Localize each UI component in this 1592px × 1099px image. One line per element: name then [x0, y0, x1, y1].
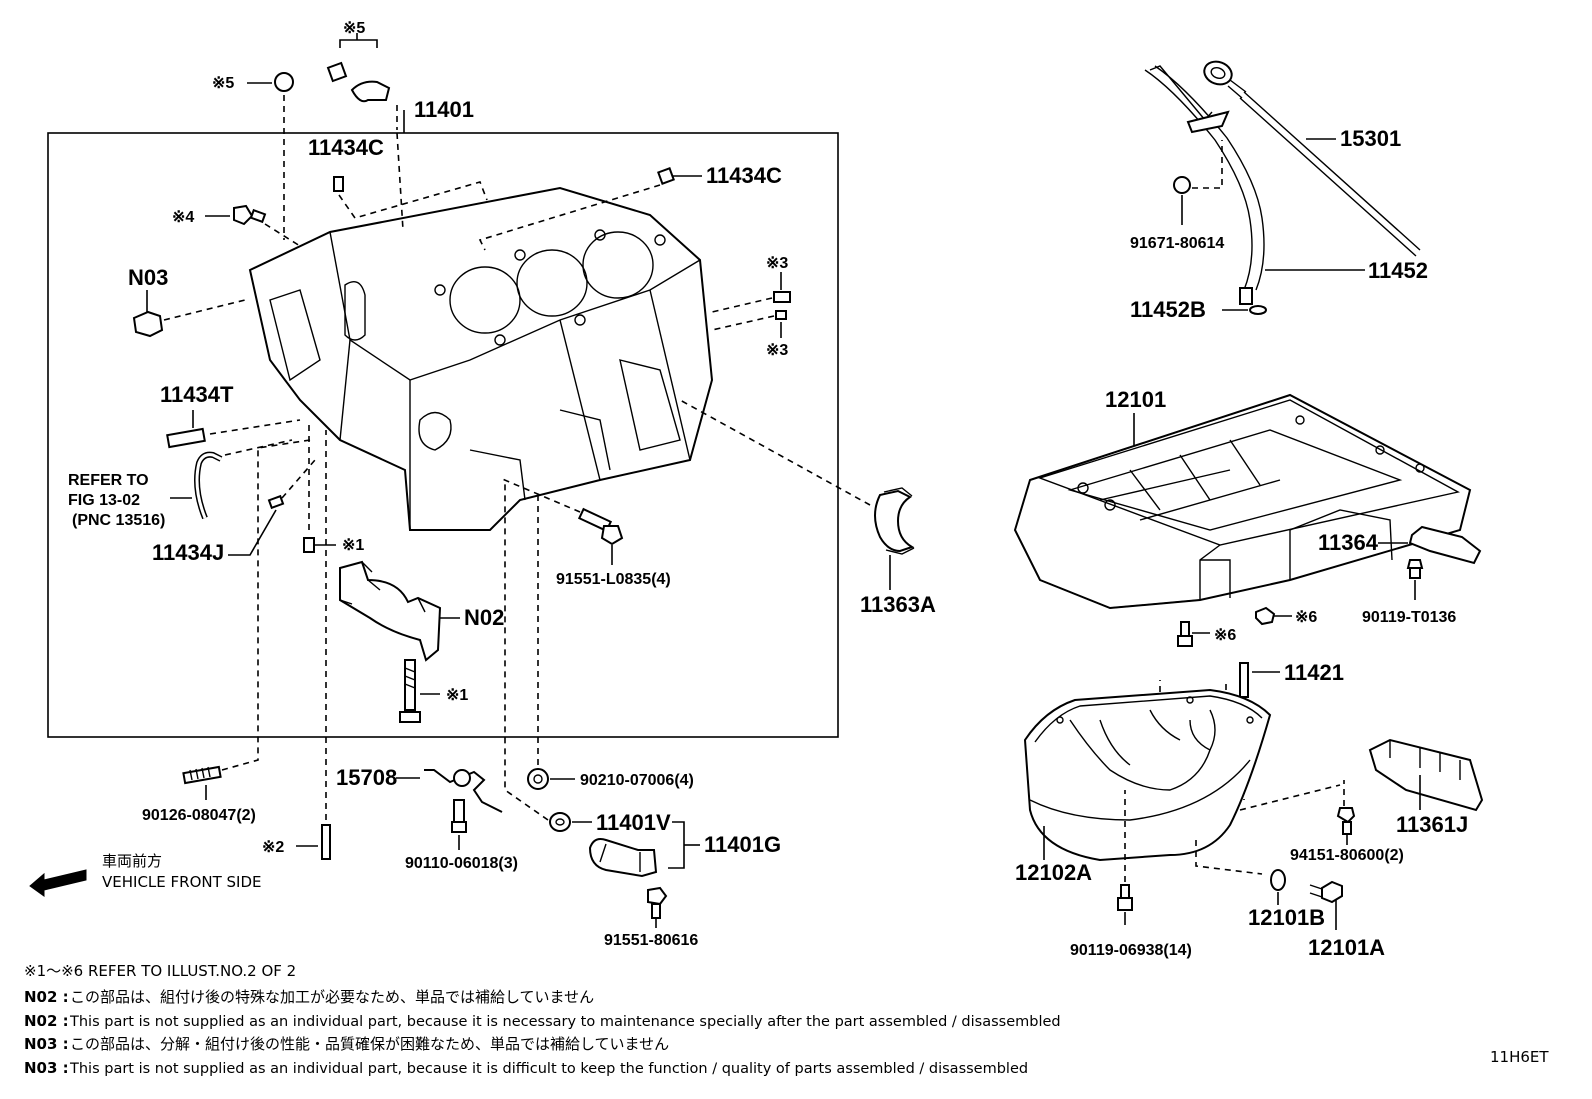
label-15301[interactable]: 15301 — [1340, 126, 1401, 151]
label-90119-06938[interactable]: 90119-06938(14) — [1070, 942, 1192, 959]
label-x6-nut[interactable]: ※6 — [1295, 609, 1317, 626]
note-n03-jp: この部品は、分解・組付け後の性能・品質確保が困難なため、単品では補給していません — [70, 1035, 669, 1053]
label-n03[interactable]: N03 — [128, 265, 168, 290]
label-11434c-left[interactable]: 11434C — [308, 135, 384, 160]
stud-x2 — [321, 824, 331, 860]
drain-plug-12101a — [1309, 880, 1343, 904]
refer-line-2: FIG 13-02 — [68, 492, 140, 509]
label-90126-08047[interactable]: 90126-08047(2) — [142, 807, 256, 824]
bolt-91551-l0835 — [577, 507, 624, 546]
pin-11434c-right — [657, 167, 675, 185]
refer-line-1: REFER TO — [68, 472, 149, 489]
pin-x1 — [303, 537, 315, 553]
label-11434t[interactable]: 11434T — [160, 382, 234, 407]
note-n03-code-en: N03 : — [24, 1059, 69, 1077]
label-11361j[interactable]: 11361J — [1396, 812, 1468, 837]
bolt-x6 — [1177, 621, 1193, 647]
note-n02-code-jp: N02 : — [24, 988, 69, 1006]
oil-pan-12101 — [1013, 393, 1472, 610]
label-11401v[interactable]: 11401V — [596, 810, 671, 835]
bolt-x4 — [233, 204, 254, 226]
dipstick-guide-top — [1149, 65, 1213, 122]
pin-x3-upper — [773, 291, 791, 303]
nut-x6 — [1255, 606, 1276, 626]
vehicle-front-arrow-icon — [29, 869, 87, 897]
label-11421[interactable]: 11421 — [1284, 660, 1344, 685]
bearing-cap-n02 — [339, 560, 442, 662]
label-n02[interactable]: N02 — [464, 605, 504, 630]
label-94151-80600[interactable]: 94151-80600(2) — [1290, 847, 1404, 864]
oil-pan-12102a — [1023, 688, 1272, 862]
bolt-90110-06018 — [451, 799, 467, 833]
front-jp: 車両前方 — [102, 852, 162, 870]
label-11452b[interactable]: 11452B — [1130, 297, 1206, 322]
pin-x3-lower — [775, 310, 787, 320]
label-11434j[interactable]: 11434J — [152, 540, 224, 565]
oil-jet-15708 — [424, 769, 503, 813]
stud-11421 — [1239, 662, 1249, 698]
label-x6-bolt[interactable]: ※6 — [1214, 627, 1236, 644]
block-assembly-frame — [47, 132, 839, 738]
refer-line-3: (PNC 13516) — [72, 512, 165, 529]
label-11363a[interactable]: 11363A — [860, 592, 936, 617]
bolt-91551-80616 — [647, 886, 668, 919]
note-n02-jp: この部品は、組付け後の特殊な加工が必要なため、単品では補給していません — [70, 988, 594, 1006]
stud-90126-08047 — [182, 765, 222, 785]
dipstick-15301 — [1203, 60, 1421, 257]
label-90110-06018[interactable]: 90110-06018(3) — [405, 855, 518, 872]
label-90210-07006[interactable]: 90210-07006(4) — [580, 772, 694, 789]
label-x1-pin[interactable]: ※1 — [342, 537, 364, 554]
baffle-11364 — [1408, 525, 1482, 565]
label-91551-80616[interactable]: 91551-80616 — [604, 932, 698, 949]
nut-94151-80600 — [1336, 807, 1356, 824]
cylinder-block — [248, 186, 714, 531]
knock-sensor-bolt-top — [326, 61, 391, 103]
label-12101[interactable]: 12101 — [1105, 387, 1166, 412]
bolt-90119-06938 — [1117, 884, 1133, 911]
label-x1-bolt[interactable]: ※1 — [446, 687, 468, 704]
label-x2[interactable]: ※2 — [262, 839, 284, 856]
oring-11401v — [549, 812, 571, 832]
gasket-12101b — [1270, 869, 1286, 891]
label-90119-t0136[interactable]: 90119-T0136 — [1362, 609, 1456, 626]
front-en: VEHICLE FRONT SIDE — [102, 873, 262, 891]
label-91551-l0835[interactable]: 91551-L0835(4) — [556, 571, 671, 588]
label-15708[interactable]: 15708 — [336, 765, 397, 790]
label-12102a[interactable]: 12102A — [1015, 860, 1092, 885]
cover-11361j — [1368, 738, 1484, 812]
washer-90210-07006 — [527, 768, 549, 790]
pin-11434j — [267, 494, 285, 510]
label-x5-top[interactable]: ※5 — [343, 20, 365, 37]
label-x4[interactable]: ※4 — [172, 209, 194, 226]
note-n03-en: This part is not supplied as an individu… — [69, 1061, 1028, 1077]
note-n02-en: This part is not supplied as an individu… — [69, 1014, 1061, 1030]
pin-11434c-left — [333, 176, 344, 192]
bolt-90119-t0136 — [1406, 559, 1424, 579]
oring-11452b — [1249, 305, 1267, 315]
label-11434c-right[interactable]: 11434C — [706, 163, 782, 188]
illustration-code: 11H6ET — [1490, 1048, 1549, 1066]
dipstick-guide-11452 — [1144, 65, 1265, 305]
label-91671-80614[interactable]: 91671-80614 — [1130, 235, 1224, 252]
label-12101b[interactable]: 12101B — [1248, 905, 1325, 930]
note-n03-code-jp: N03 : — [24, 1035, 69, 1053]
label-11452[interactable]: 11452 — [1368, 258, 1428, 283]
label-11401[interactable]: 11401 — [414, 97, 474, 122]
plug-n03 — [132, 310, 164, 338]
label-11401g[interactable]: 11401G — [704, 832, 781, 857]
thrust-washer-11363a — [874, 487, 915, 555]
nut-x5 — [274, 72, 294, 92]
pin-11434t — [166, 427, 206, 449]
bolt-x1 — [399, 659, 421, 723]
bolt-91671-80614 — [1173, 176, 1191, 194]
label-11364[interactable]: 11364 — [1318, 530, 1379, 555]
label-x5-left[interactable]: ※5 — [212, 75, 234, 92]
label-x3-upper[interactable]: ※3 — [766, 255, 788, 272]
label-12101a[interactable]: 12101A — [1308, 935, 1385, 960]
sensor-11401g — [588, 838, 658, 878]
note-n02-code-en: N02 : — [24, 1012, 69, 1030]
label-x3-lower[interactable]: ※3 — [766, 342, 788, 359]
note-x1-x6: ※1～※6 REFER TO ILLUST.NO.2 OF 2 — [24, 962, 296, 980]
